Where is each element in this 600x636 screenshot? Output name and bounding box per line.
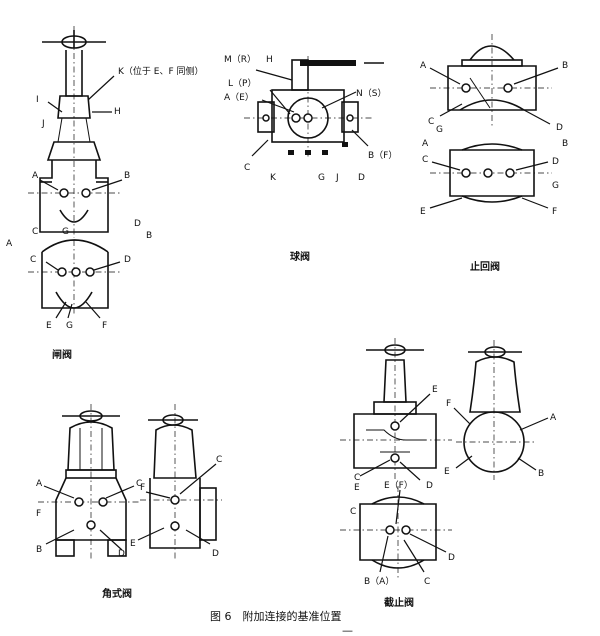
angle-valve-drawing <box>38 404 222 560</box>
angle-label-d: D <box>118 549 125 559</box>
globe-valve-drawing <box>340 338 549 580</box>
gate-label-h: H <box>114 107 121 117</box>
ball-valve-caption: 球阀 <box>290 250 310 263</box>
gate-label-c2: C <box>30 255 36 265</box>
figure-caption: 图 6 附加连接的基准位置 <box>210 609 342 623</box>
gate-label-g2: G <box>66 321 73 331</box>
angle-label-e: E <box>130 539 136 549</box>
gate-label-d2: D <box>124 255 131 265</box>
ball-valve-drawing <box>244 56 384 158</box>
gate-valve-caption: 闸阀 <box>52 348 72 361</box>
globe-valve-caption: 截止阀 <box>384 596 414 609</box>
check-label-b2: B <box>562 139 568 149</box>
gate-label-b2: B <box>146 231 152 241</box>
globe-label-a: A <box>550 413 557 423</box>
gate-label-a2: A <box>6 239 13 249</box>
globe-label-d: D <box>426 481 433 491</box>
gate-label-b: B <box>124 171 130 181</box>
gate-label-k: K（位于 E、F 同侧） <box>118 65 204 77</box>
check-label-g: G <box>436 125 443 135</box>
globe-label-ba: B（A） <box>364 576 394 587</box>
gate-label-g: G <box>62 227 69 237</box>
angle-label-c: C <box>136 479 142 489</box>
check-label-a2: A <box>422 139 429 149</box>
ball-label-b: B（F） <box>368 150 397 161</box>
ball-label-l: L（P） <box>228 78 256 89</box>
gate-label-c: C <box>32 227 38 237</box>
footer-mark: — <box>342 624 353 636</box>
angle-valve-caption: 角式阀 <box>102 587 132 600</box>
angle-label-c2: C <box>216 455 222 465</box>
check-label-a: A <box>420 61 427 71</box>
ball-label-n: N（S） <box>356 88 386 99</box>
globe-label-e: E <box>432 385 438 395</box>
globe-label-c2: C <box>350 507 356 517</box>
ball-label-d: D <box>358 173 365 183</box>
angle-label-f: F <box>36 509 41 519</box>
globe-label-d2: D <box>448 553 455 563</box>
check-label-c2: C <box>422 155 428 165</box>
ball-label-h: H <box>266 55 273 65</box>
gate-valve-drawing <box>28 26 123 319</box>
check-label-g2: G <box>552 181 559 191</box>
globe-label-e3: E <box>444 467 450 477</box>
globe-label-e2: E <box>354 483 360 493</box>
ball-label-j: J <box>335 173 339 183</box>
globe-label-c: C <box>354 473 360 483</box>
gate-label-i: I <box>36 95 39 105</box>
ball-label-c: C <box>244 163 250 173</box>
gate-label-d: D <box>134 219 141 229</box>
check-label-d2: D <box>552 157 559 167</box>
angle-label-d2: D <box>212 549 219 559</box>
globe-label-c3: C <box>424 577 430 587</box>
ball-label-m: M（R） <box>224 54 256 65</box>
check-label-e: E <box>420 207 426 217</box>
ball-label-g: G <box>318 173 325 183</box>
gate-label-j: J <box>41 119 45 129</box>
angle-label-b: B <box>36 545 42 555</box>
check-label-f: F <box>552 207 557 217</box>
globe-label-b: B <box>538 469 544 479</box>
check-label-b: B <box>562 61 568 71</box>
gate-label-a: A <box>32 171 39 181</box>
gate-label-e: E <box>46 321 52 331</box>
check-valve-caption: 止回阀 <box>470 260 500 273</box>
gate-label-f: F <box>102 321 107 331</box>
check-label-c: C <box>428 117 434 127</box>
angle-label-f2: F <box>140 483 145 493</box>
globe-label-f: F <box>446 399 451 409</box>
angle-label-a: A <box>36 479 43 489</box>
ball-label-k: K <box>270 173 277 183</box>
ball-label-a: A（E） <box>224 92 254 103</box>
globe-label-ef: E（F） <box>384 480 413 491</box>
check-label-d: D <box>556 123 563 133</box>
check-valve-drawing <box>429 34 559 209</box>
